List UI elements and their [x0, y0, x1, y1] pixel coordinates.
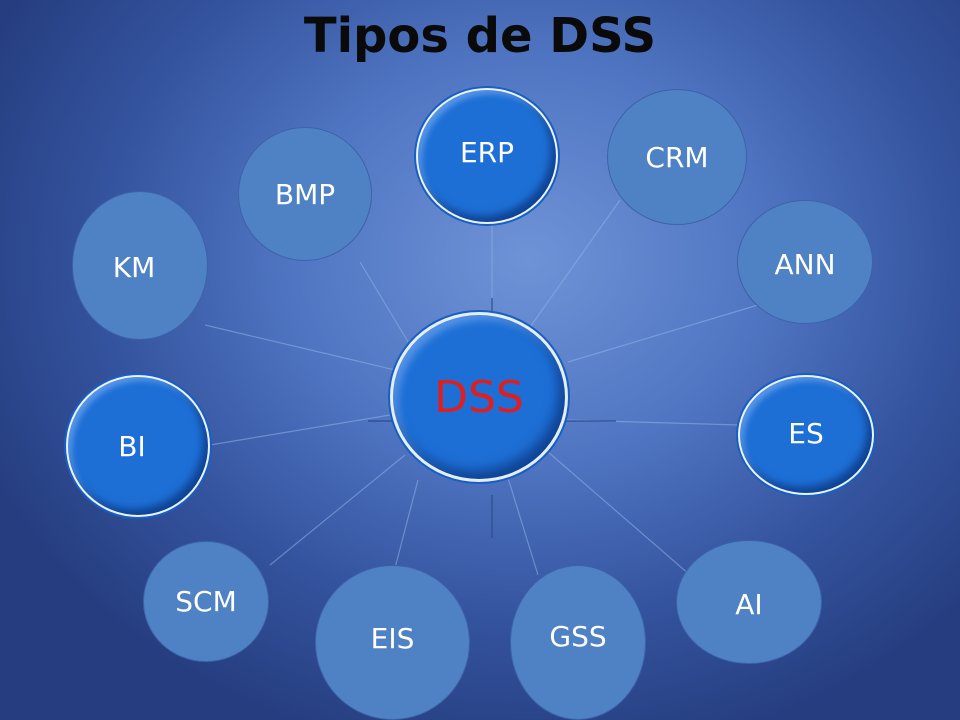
connector-gss: [507, 477, 539, 576]
connector-bi: [209, 414, 391, 446]
node-crm[interactable]: CRM: [607, 89, 747, 225]
node-label: BI: [118, 429, 146, 463]
connector-eis: [394, 479, 419, 569]
node-label: ES: [788, 416, 824, 450]
center-node-dss[interactable]: DSS: [390, 312, 568, 482]
slide-title: Tipos de DSS: [303, 8, 657, 64]
node-label: EIS: [370, 622, 415, 655]
node-km[interactable]: KM: [72, 191, 208, 340]
node-bmp[interactable]: BMP: [238, 127, 372, 261]
node-label: GSS: [549, 620, 607, 653]
node-label: SCM: [175, 585, 237, 618]
connector-crm: [527, 199, 621, 331]
node-label: CRM: [645, 140, 709, 174]
node-bi[interactable]: BI: [66, 375, 210, 517]
node-ai[interactable]: AI: [676, 540, 822, 664]
center-node-label: DSS: [434, 371, 524, 423]
node-eis[interactable]: EIS: [315, 565, 470, 720]
node-es[interactable]: ES: [738, 375, 874, 495]
node-ann[interactable]: ANN: [737, 200, 873, 324]
node-label: ERP: [459, 135, 515, 169]
connector-bmp: [359, 261, 411, 346]
connector-ann: [567, 304, 759, 363]
node-erp[interactable]: ERP: [416, 88, 558, 224]
node-label: KM: [112, 251, 156, 284]
node-scm[interactable]: SCM: [143, 541, 269, 662]
node-label: AI: [735, 587, 763, 621]
connector-scm: [269, 454, 406, 566]
connector-km: [204, 324, 396, 371]
node-gss[interactable]: GSS: [510, 565, 646, 720]
node-label: ANN: [774, 247, 836, 281]
node-label: BMP: [274, 177, 336, 211]
connector-ai: [539, 444, 691, 576]
